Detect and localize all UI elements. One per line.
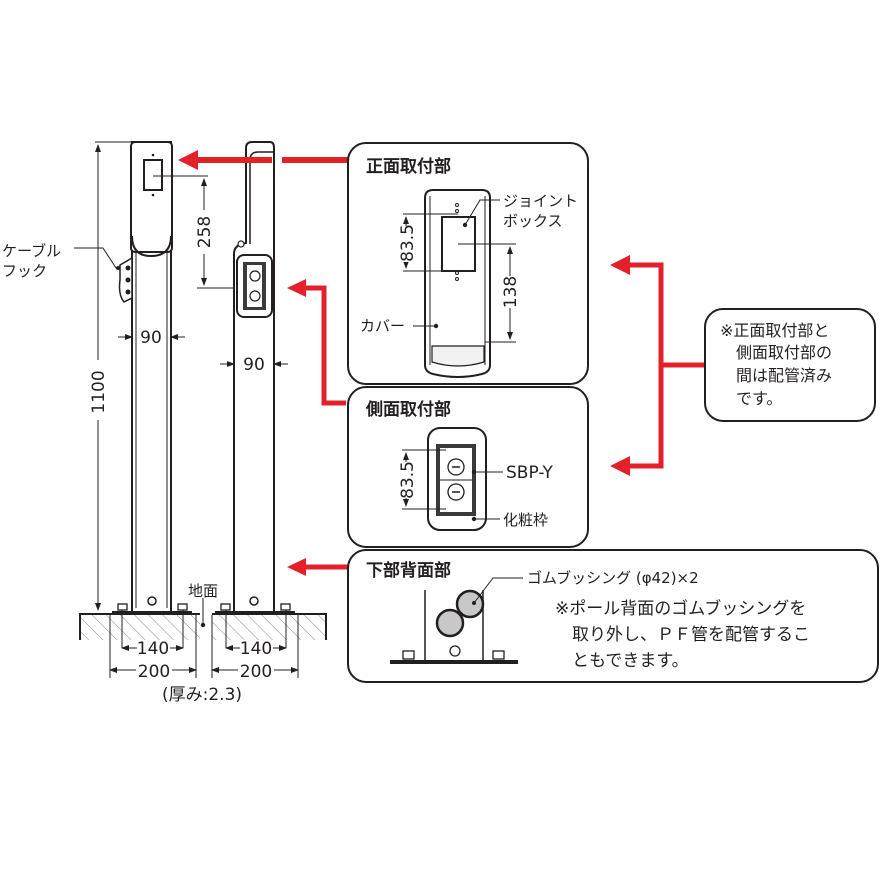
ground-label: 地面	[188, 582, 218, 600]
front-box-dim: 83.5	[398, 224, 418, 262]
front-cover	[130, 141, 173, 253]
front-width-dim: 90	[140, 328, 162, 348]
rubber-bushing-1	[435, 608, 465, 638]
frame-label: 化粧枠	[503, 511, 548, 529]
side-pole	[233, 141, 275, 612]
front-mount-drawing	[398, 189, 518, 378]
side-box-dim: 83.5	[398, 461, 418, 499]
ground	[79, 598, 327, 678]
base-outer-dim-left: 200	[138, 662, 170, 682]
cover-label: カバー	[360, 317, 405, 335]
thickness-note: (厚み:2.3)	[162, 685, 242, 705]
bottom-note-line-2: 取り外し、ＰＦ管を配管するこ	[555, 625, 810, 645]
bushing-label: ゴムブッシング (φ42)×2	[527, 569, 699, 587]
junction-box-label-1: ジョイント	[503, 192, 578, 210]
front-junction-box	[143, 159, 163, 191]
bracket-arrow	[628, 262, 664, 469]
cable-hook-label-1: ケーブル	[2, 242, 61, 260]
height-dim-label: 1100	[89, 370, 109, 413]
bottom-note-line-1: ※ポール背面のゴムブッシングを	[555, 598, 806, 619]
bottom-back-title: 下部背面部	[366, 560, 451, 581]
piping-note-line-2: 側面取付部の	[720, 343, 832, 362]
piping-note-line-4: です。	[720, 389, 782, 408]
front-mount-title: 正面取付部	[366, 156, 451, 177]
piping-note-line-3: 間は配管済み	[720, 366, 832, 385]
cable-hook	[74, 247, 133, 303]
arrow-to-side-mount	[305, 285, 346, 406]
piping-note-line-1: ※正面取付部と	[720, 321, 829, 340]
base-outer-dim-right: 200	[240, 662, 272, 682]
front-cover-dim: 138	[501, 276, 521, 308]
piping-note-box	[704, 308, 876, 422]
base-inner-dim-left: 140	[137, 639, 169, 659]
cable-hook-label-2: フック	[2, 262, 47, 280]
sbp-y-label: SBP-Y	[506, 463, 553, 483]
mount-spacing-dim-label: 258	[195, 216, 215, 248]
red-arrows	[178, 150, 706, 576]
side-mount-drawing	[398, 427, 503, 531]
base-inner-dim-right: 140	[240, 639, 272, 659]
height-dimension	[88, 141, 132, 611]
side-mount-title: 側面取付部	[365, 399, 451, 420]
junction-box-label-2: ボックス	[503, 212, 563, 230]
rubber-bushing-2	[455, 589, 485, 619]
bottom-back-drawing	[390, 577, 523, 664]
side-width-dim: 90	[243, 355, 265, 375]
bottom-note-line-3: ともできます。	[555, 651, 689, 671]
bottom-back-panel	[347, 549, 879, 683]
front-pole	[130, 141, 173, 613]
